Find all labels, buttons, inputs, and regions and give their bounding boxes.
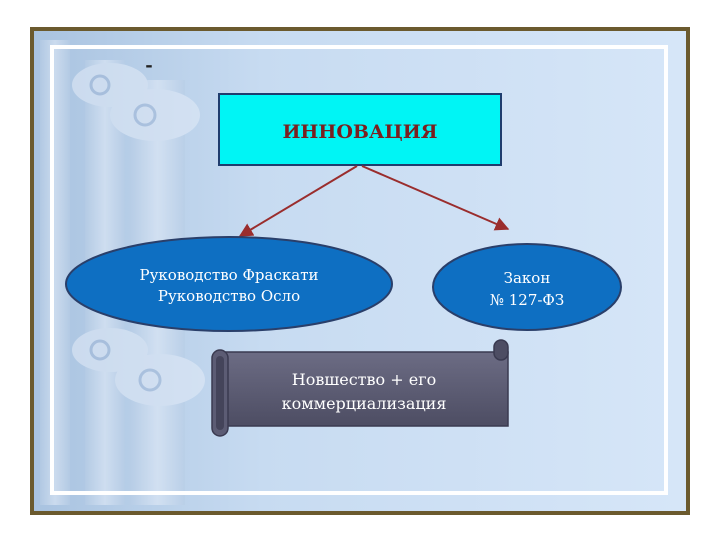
right-ellipse-line1: Закон — [504, 269, 551, 287]
scroll-banner — [211, 339, 509, 437]
right-ellipse — [432, 243, 622, 331]
title-box — [218, 93, 502, 166]
scroll-line2: коммерциализация — [282, 394, 447, 413]
dash-mark: - — [145, 55, 152, 76]
title-box-label: ИННОВАЦИЯ — [282, 121, 437, 143]
left-ellipse — [65, 236, 393, 332]
inner-white-border — [50, 45, 668, 495]
left-ellipse-line2: Руководство Осло — [158, 287, 300, 305]
arrow-to-left-ellipse — [238, 165, 358, 237]
arrow-to-right-ellipse — [361, 165, 510, 231]
scroll-line1: Новшество + его — [292, 370, 436, 389]
right-ellipse-line2: № 127-ФЗ — [490, 291, 564, 309]
left-ellipse-line1: Руководство Фраскати — [140, 266, 319, 284]
